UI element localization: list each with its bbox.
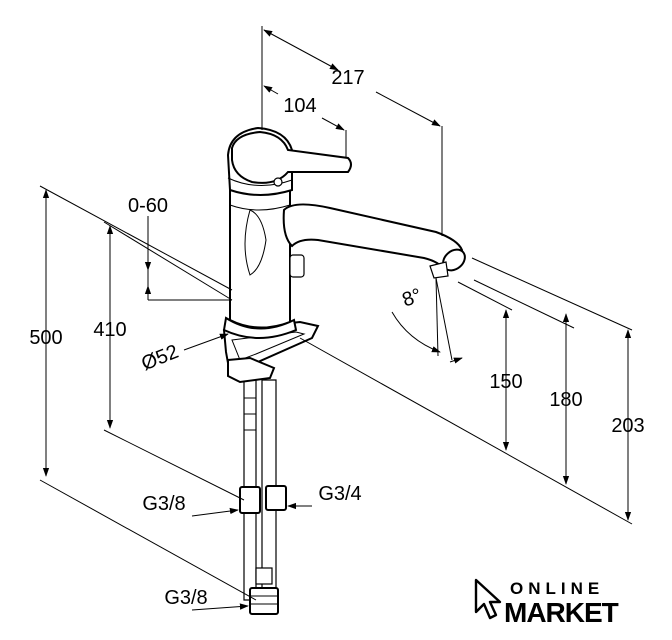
faucet-illustration [222,126,466,615]
logo-line2: MARKET [504,597,619,628]
supply-hoses [239,377,287,615]
online-market-logo: ONLINE MARKET [474,578,620,628]
connection-g3-8-left: G3/8 [142,493,185,515]
faucet-body [222,189,305,339]
logo-line1: ONLINE [510,579,604,598]
dimension-150: 150 [489,371,522,393]
dimension-203: 203 [611,415,644,437]
connection-g3-8-bottom: G3/8 [164,587,207,609]
connection-g3-4-right: G3/4 [318,483,361,505]
spout [282,203,466,279]
dimension-104: 104 [283,95,316,117]
dimension-217: 217 [331,67,364,89]
dimension-lines [39,26,633,611]
dimension-0-60: 0-60 [128,195,168,217]
dimension-180: 180 [549,389,582,411]
dimension-8-degrees: 8° [399,284,424,311]
dimension-diameter-52: Ø52 [138,341,181,376]
dimension-labels: 217 104 0-60 Ø52 8° 500 410 150 180 203 … [29,67,644,609]
dimension-500: 500 [29,327,62,349]
dimension-410: 410 [93,319,126,341]
lever-handle [226,126,352,196]
cursor-arrow-icon [474,578,502,620]
